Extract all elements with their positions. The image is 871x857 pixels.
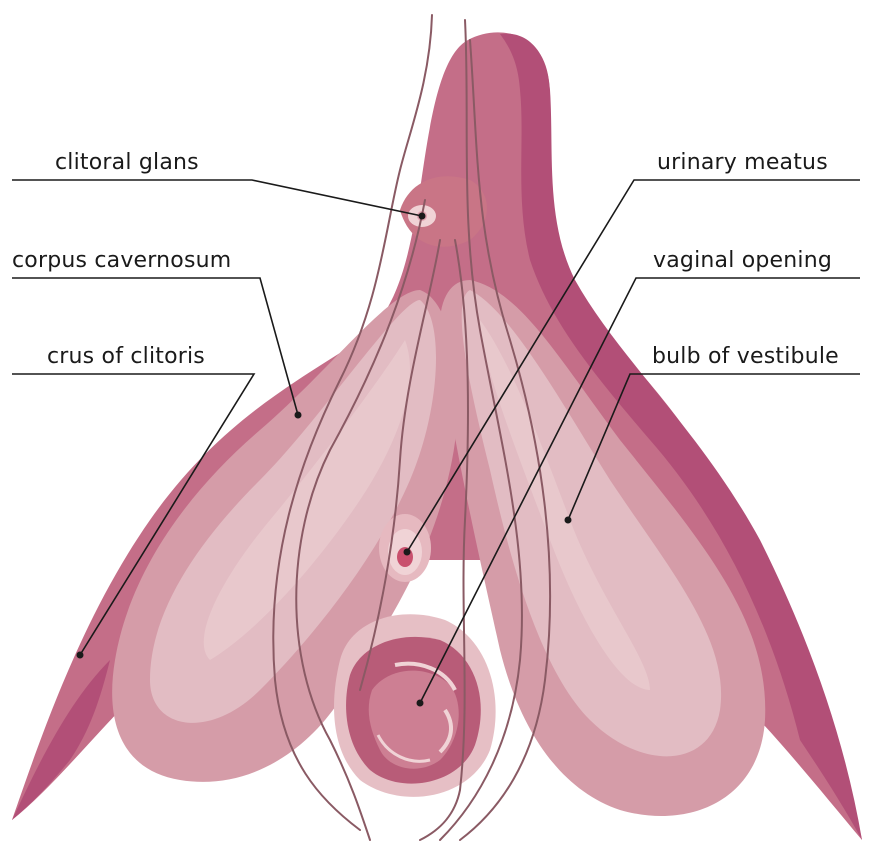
label-bulb-of-vestibule: bulb of vestibule — [652, 344, 839, 370]
leader-clitoral-glans — [12, 180, 422, 216]
dot-crus-of-clitoris — [77, 652, 84, 659]
label-vaginal-opening: vaginal opening — [653, 248, 832, 274]
label-corpus-cavernosum: corpus cavernosum — [12, 248, 231, 274]
label-urinary-meatus: urinary meatus — [657, 150, 828, 176]
dot-clitoral-glans — [419, 213, 426, 220]
dot-urinary-meatus — [404, 549, 411, 556]
label-clitoral-glans: clitoral glans — [55, 150, 199, 176]
dot-corpus-cavernosum — [295, 412, 302, 419]
dot-bulb-of-vestibule — [565, 517, 572, 524]
label-crus-of-clitoris: crus of clitoris — [47, 344, 205, 370]
dot-vaginal-opening — [417, 700, 424, 707]
crus-dark-edge-left — [12, 660, 110, 820]
